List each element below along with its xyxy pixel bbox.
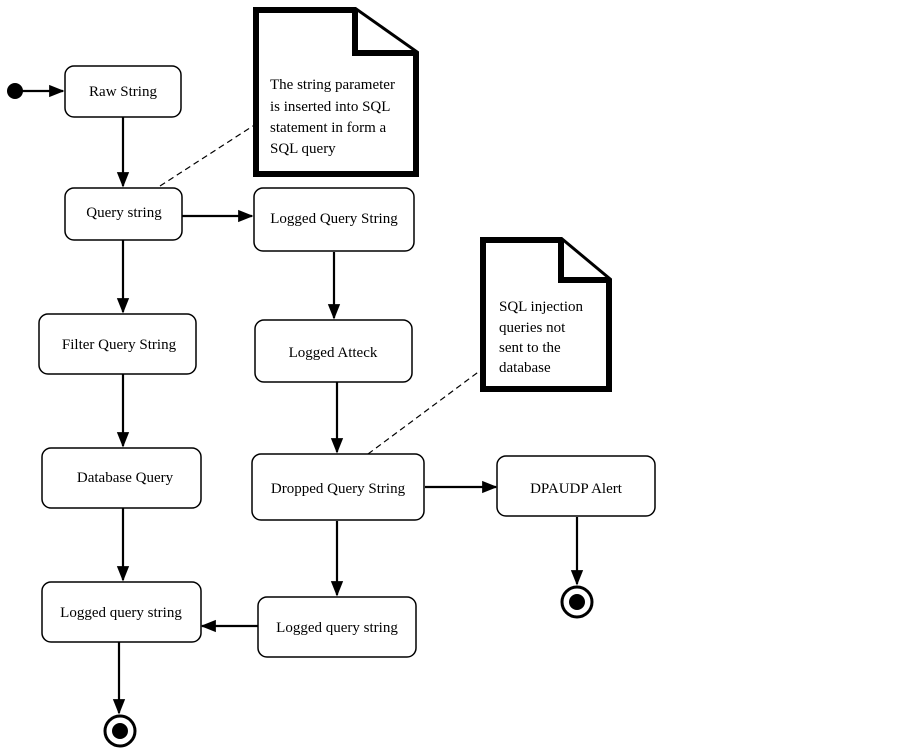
node-dpaudp-alert-label: DPAUDP Alert <box>530 481 623 497</box>
note-connector-injection <box>367 369 482 455</box>
node-logged-query-string-left: Logged query string <box>41 581 202 643</box>
final-node-right <box>560 585 594 619</box>
node-logged-query-string-right-label: Logged query string <box>276 620 398 636</box>
note-injection-line-3: sent to the <box>499 340 561 356</box>
node-dpaudp-alert: DPAUDP Alert <box>496 455 656 517</box>
node-logged-query-string-upper: Logged Query String <box>253 187 415 252</box>
note-sql-insert: The string parameter is inserted into SQ… <box>253 7 419 177</box>
note-injection: SQL injection queries not sent to the da… <box>480 237 612 392</box>
note-sql-insert-line-4: SQL query <box>270 141 336 157</box>
note-sql-insert-line-1: The string parameter <box>270 77 395 93</box>
note-injection-line-4: database <box>499 360 551 376</box>
node-logged-query-string-upper-label: Logged Query String <box>270 211 398 227</box>
note-connector-sql-insert <box>159 123 257 187</box>
node-logged-attack-label: Logged Atteck <box>289 345 378 361</box>
node-raw-string-label: Raw String <box>89 84 157 100</box>
node-dropped-query-string: Dropped Query String <box>251 453 425 521</box>
node-logged-query-string-left-label: Logged query string <box>60 605 182 621</box>
node-logged-query-string-right: Logged query string <box>257 596 417 658</box>
initial-node <box>7 83 23 99</box>
note-sql-insert-line-2: is inserted into SQL <box>270 99 390 115</box>
node-filter-query-string: Filter Query String <box>38 313 197 375</box>
node-logged-attack: Logged Atteck <box>254 319 413 383</box>
note-injection-line-2: queries not <box>499 320 566 336</box>
node-query-string-label: Query string <box>86 205 162 221</box>
node-raw-string: Raw String <box>64 65 182 118</box>
final-node-left <box>103 714 137 748</box>
note-sql-insert-line-3: statement in form a <box>270 120 387 136</box>
note-injection-line-1: SQL injection <box>499 299 584 315</box>
node-query-string: Query string <box>64 187 183 241</box>
node-dropped-query-string-label: Dropped Query String <box>271 481 406 497</box>
node-database-query-label: Database Query <box>77 470 174 486</box>
node-filter-query-string-label: Filter Query String <box>62 337 177 353</box>
node-database-query: Database Query <box>41 447 202 509</box>
